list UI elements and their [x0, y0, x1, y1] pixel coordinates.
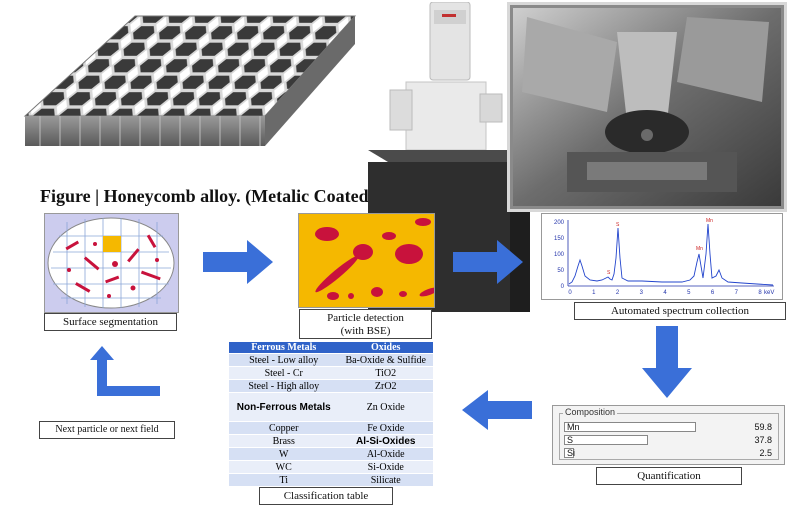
table-cell: TiO2 — [338, 366, 433, 380]
spectrum-y-tick: 0 — [561, 284, 565, 290]
arrow-return-up — [84, 344, 164, 406]
peak-label-s2: S — [616, 222, 620, 228]
composition-panel: Mn 59.8 S 37.8 Si 2.5 Composition — [552, 405, 785, 465]
arrow-down-icon — [642, 326, 692, 398]
table-row: Brass Al-Si-Oxides — [229, 434, 433, 448]
table-row: Copper Fe Oxide — [229, 421, 433, 435]
peak-label-mn1: Mn — [696, 246, 703, 252]
table-cell: Brass — [229, 434, 339, 448]
arrow-down — [642, 326, 694, 400]
honeycomb-drawing — [23, 15, 357, 146]
spectrum-x-tick: 4 — [663, 290, 667, 296]
table-row: W Al-Oxide — [229, 447, 433, 461]
table-cell-al-si: Al-Si-Oxides — [338, 434, 433, 448]
particle-drawing — [315, 218, 434, 300]
spectrum-x-tick: 7 — [735, 290, 739, 296]
table-cell: W — [229, 447, 339, 461]
table-header-ferrous: Ferrous Metals — [229, 342, 339, 354]
spectrum-y-tick: 150 — [554, 236, 565, 242]
arrow-left-icon — [462, 390, 532, 430]
spectrum-panel: 200 150 100 50 0 0 1 2 3 4 5 6 7 8 keV S S Mn Mn — [541, 213, 783, 300]
composition-bar-s: S — [564, 435, 648, 445]
particle-detection-image — [298, 213, 435, 308]
spectrum-x-unit: keV — [764, 290, 774, 296]
composition-row-s: S 37.8 — [560, 435, 778, 446]
table-header-row: Ferrous Metals Oxides — [229, 342, 433, 354]
surface-segmentation-label: Surface segmentation — [44, 313, 177, 331]
table-row: Steel - Cr TiO2 — [229, 366, 433, 380]
quantification-label: Quantification — [596, 467, 742, 485]
table-cell: Ti — [229, 473, 339, 487]
arrow-left — [460, 388, 532, 432]
composition-bar-si: Si — [564, 448, 575, 458]
composition-bar-mn: Mn — [564, 422, 696, 432]
peak-label-s1: S — [607, 270, 611, 276]
spectrum-curve — [568, 223, 774, 286]
particle-detection-label-line1: Particle detection — [327, 312, 404, 324]
table-cell: Si-Oxide — [338, 460, 433, 474]
table-cell: Ba-Oxide & Sulfide — [338, 353, 433, 367]
table-cell: Al-Oxide — [338, 447, 433, 461]
table-cell: Copper — [229, 421, 339, 435]
table-cell: Silicate — [338, 473, 433, 487]
segmentation-drawing — [47, 217, 175, 309]
spectrum-y-tick: 100 — [554, 252, 565, 258]
spectrum-x-tick: 2 — [616, 290, 620, 296]
spectrum-x-tick: 1 — [592, 290, 596, 296]
surface-segmentation-image — [44, 213, 179, 313]
arrow-right-icon — [453, 240, 523, 284]
table-cell: Steel - Cr — [229, 366, 339, 380]
peak-label-mn2: Mn — [706, 218, 713, 224]
table-row: WC Si-Oxide — [229, 460, 433, 474]
table-row: Non-Ferrous Metals Zn Oxide — [229, 392, 433, 422]
spectrum-x-tick: 8 — [758, 290, 762, 296]
table-cell: ZrO2 — [338, 379, 433, 393]
chamber-photo-drawing — [513, 8, 781, 206]
spectrum-x-tick: 0 — [568, 290, 572, 296]
table-cell: Fe Oxide — [338, 421, 433, 435]
honeycomb-illustration — [15, 8, 365, 158]
table-header-oxides: Oxides — [338, 342, 433, 354]
chamber-photo — [507, 2, 787, 212]
particle-detection-label-line2: (with BSE) — [340, 325, 391, 337]
arrow-up-icon — [90, 346, 160, 396]
spectrum-y-tick: 50 — [557, 268, 564, 274]
spectrum-y-tick: 200 — [554, 220, 565, 226]
composition-row-si: Si 2.5 — [560, 448, 778, 459]
classification-table-label: Classification table — [259, 487, 393, 505]
particle-detection-label: Particle detection (with BSE) — [299, 309, 432, 339]
composition-title: Composition — [563, 407, 618, 417]
composition-frame: Mn 59.8 S 37.8 Si 2.5 — [559, 413, 779, 460]
table-row: Steel - High alloy ZrO2 — [229, 379, 433, 393]
arrow-right-icon — [203, 240, 273, 284]
composition-value-si: 2.5 — [759, 448, 772, 458]
composition-value-mn: 59.8 — [754, 422, 772, 432]
arrow-right-2 — [453, 238, 525, 286]
table-cell: Steel - Low alloy — [229, 353, 339, 367]
classification-table: Ferrous Metals Oxides Steel - Low alloy … — [229, 342, 433, 487]
automated-spectrum-label: Automated spectrum collection — [574, 302, 786, 320]
composition-row-mn: Mn 59.8 — [560, 422, 778, 433]
table-cell-nonferrous: Non-Ferrous Metals — [229, 392, 339, 422]
spectrum-x-tick: 5 — [687, 290, 691, 296]
composition-value-s: 37.8 — [754, 435, 772, 445]
classification-table-wrap: Ferrous Metals Oxides Steel - Low alloy … — [229, 342, 433, 487]
table-cell: Steel - High alloy — [229, 379, 339, 393]
table-cell: Zn Oxide — [338, 392, 433, 422]
spectrum-plot: 200 150 100 50 0 0 1 2 3 4 5 6 7 8 keV S S Mn Mn — [554, 218, 774, 296]
spectrum-x-tick: 3 — [640, 290, 644, 296]
next-particle-label: Next particle or next field — [39, 421, 175, 439]
table-row: Steel - Low alloy Ba-Oxide & Sulfide — [229, 353, 433, 367]
spectrum-x-tick: 6 — [711, 290, 715, 296]
figure-caption: Figure | Honeycomb alloy. (Metalic Coate… — [40, 186, 380, 206]
table-row: Ti Silicate — [229, 473, 433, 487]
arrow-right-1 — [203, 238, 275, 286]
table-cell: WC — [229, 460, 339, 474]
